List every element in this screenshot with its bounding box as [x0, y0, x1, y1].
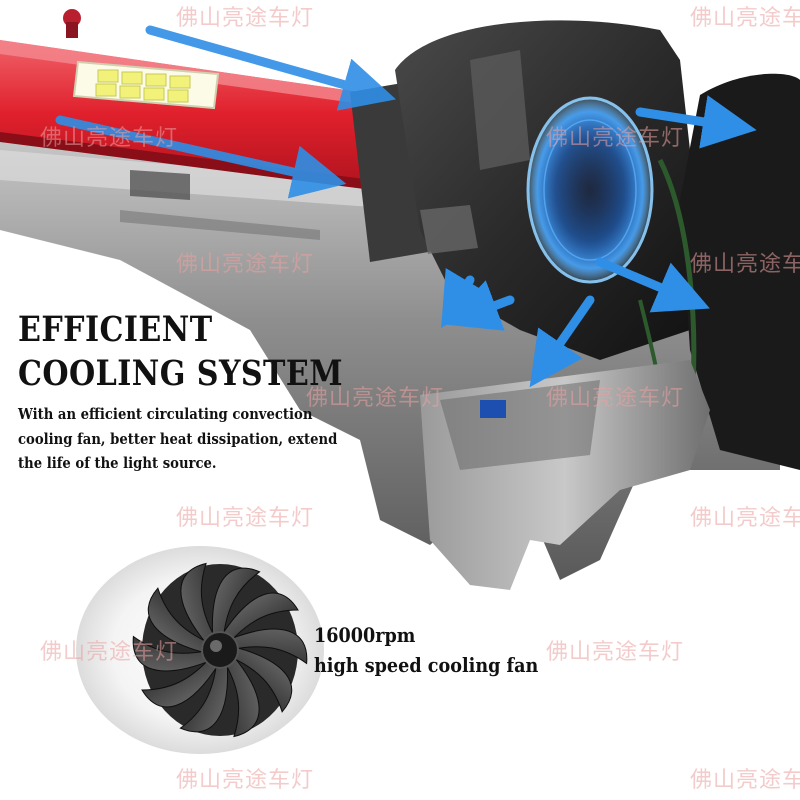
shaft-highlight	[0, 150, 470, 214]
description-line-3: the life of the light source.	[18, 454, 217, 472]
description-line-1: With an efficient circulating convection	[18, 405, 313, 423]
fan-glow	[528, 98, 652, 282]
fan-caption: 16000rpm high speed cooling fan	[314, 620, 538, 680]
housing-fin-1	[470, 50, 530, 170]
led-chip	[72, 60, 220, 110]
headline-line-1: EFFICIENT	[18, 309, 213, 350]
description-line-2: cooling fan, better heat dissipation, ex…	[18, 429, 338, 448]
inner-blue-part	[480, 400, 506, 418]
fan-label: high speed cooling fan	[314, 653, 539, 677]
end-cap	[680, 73, 800, 470]
body-groove	[130, 170, 190, 200]
red-heatsink-bottom	[0, 132, 372, 190]
airflow-arrows	[55, 25, 757, 388]
fan-speed: 16000rpm	[314, 623, 416, 647]
fan-impeller	[132, 562, 308, 738]
headline-line-2: COOLING SYSTEM	[18, 353, 343, 394]
indicator-knob-stem	[66, 22, 78, 38]
description: With an efficient circulating convection…	[18, 402, 337, 476]
body-groove-2	[120, 210, 320, 240]
headline: EFFICIENT COOLING SYSTEM	[18, 308, 343, 396]
fan-inner-ring	[543, 119, 637, 261]
fan-rim	[526, 96, 654, 284]
housing-fin-2	[420, 205, 478, 254]
fan-inset	[76, 546, 324, 754]
